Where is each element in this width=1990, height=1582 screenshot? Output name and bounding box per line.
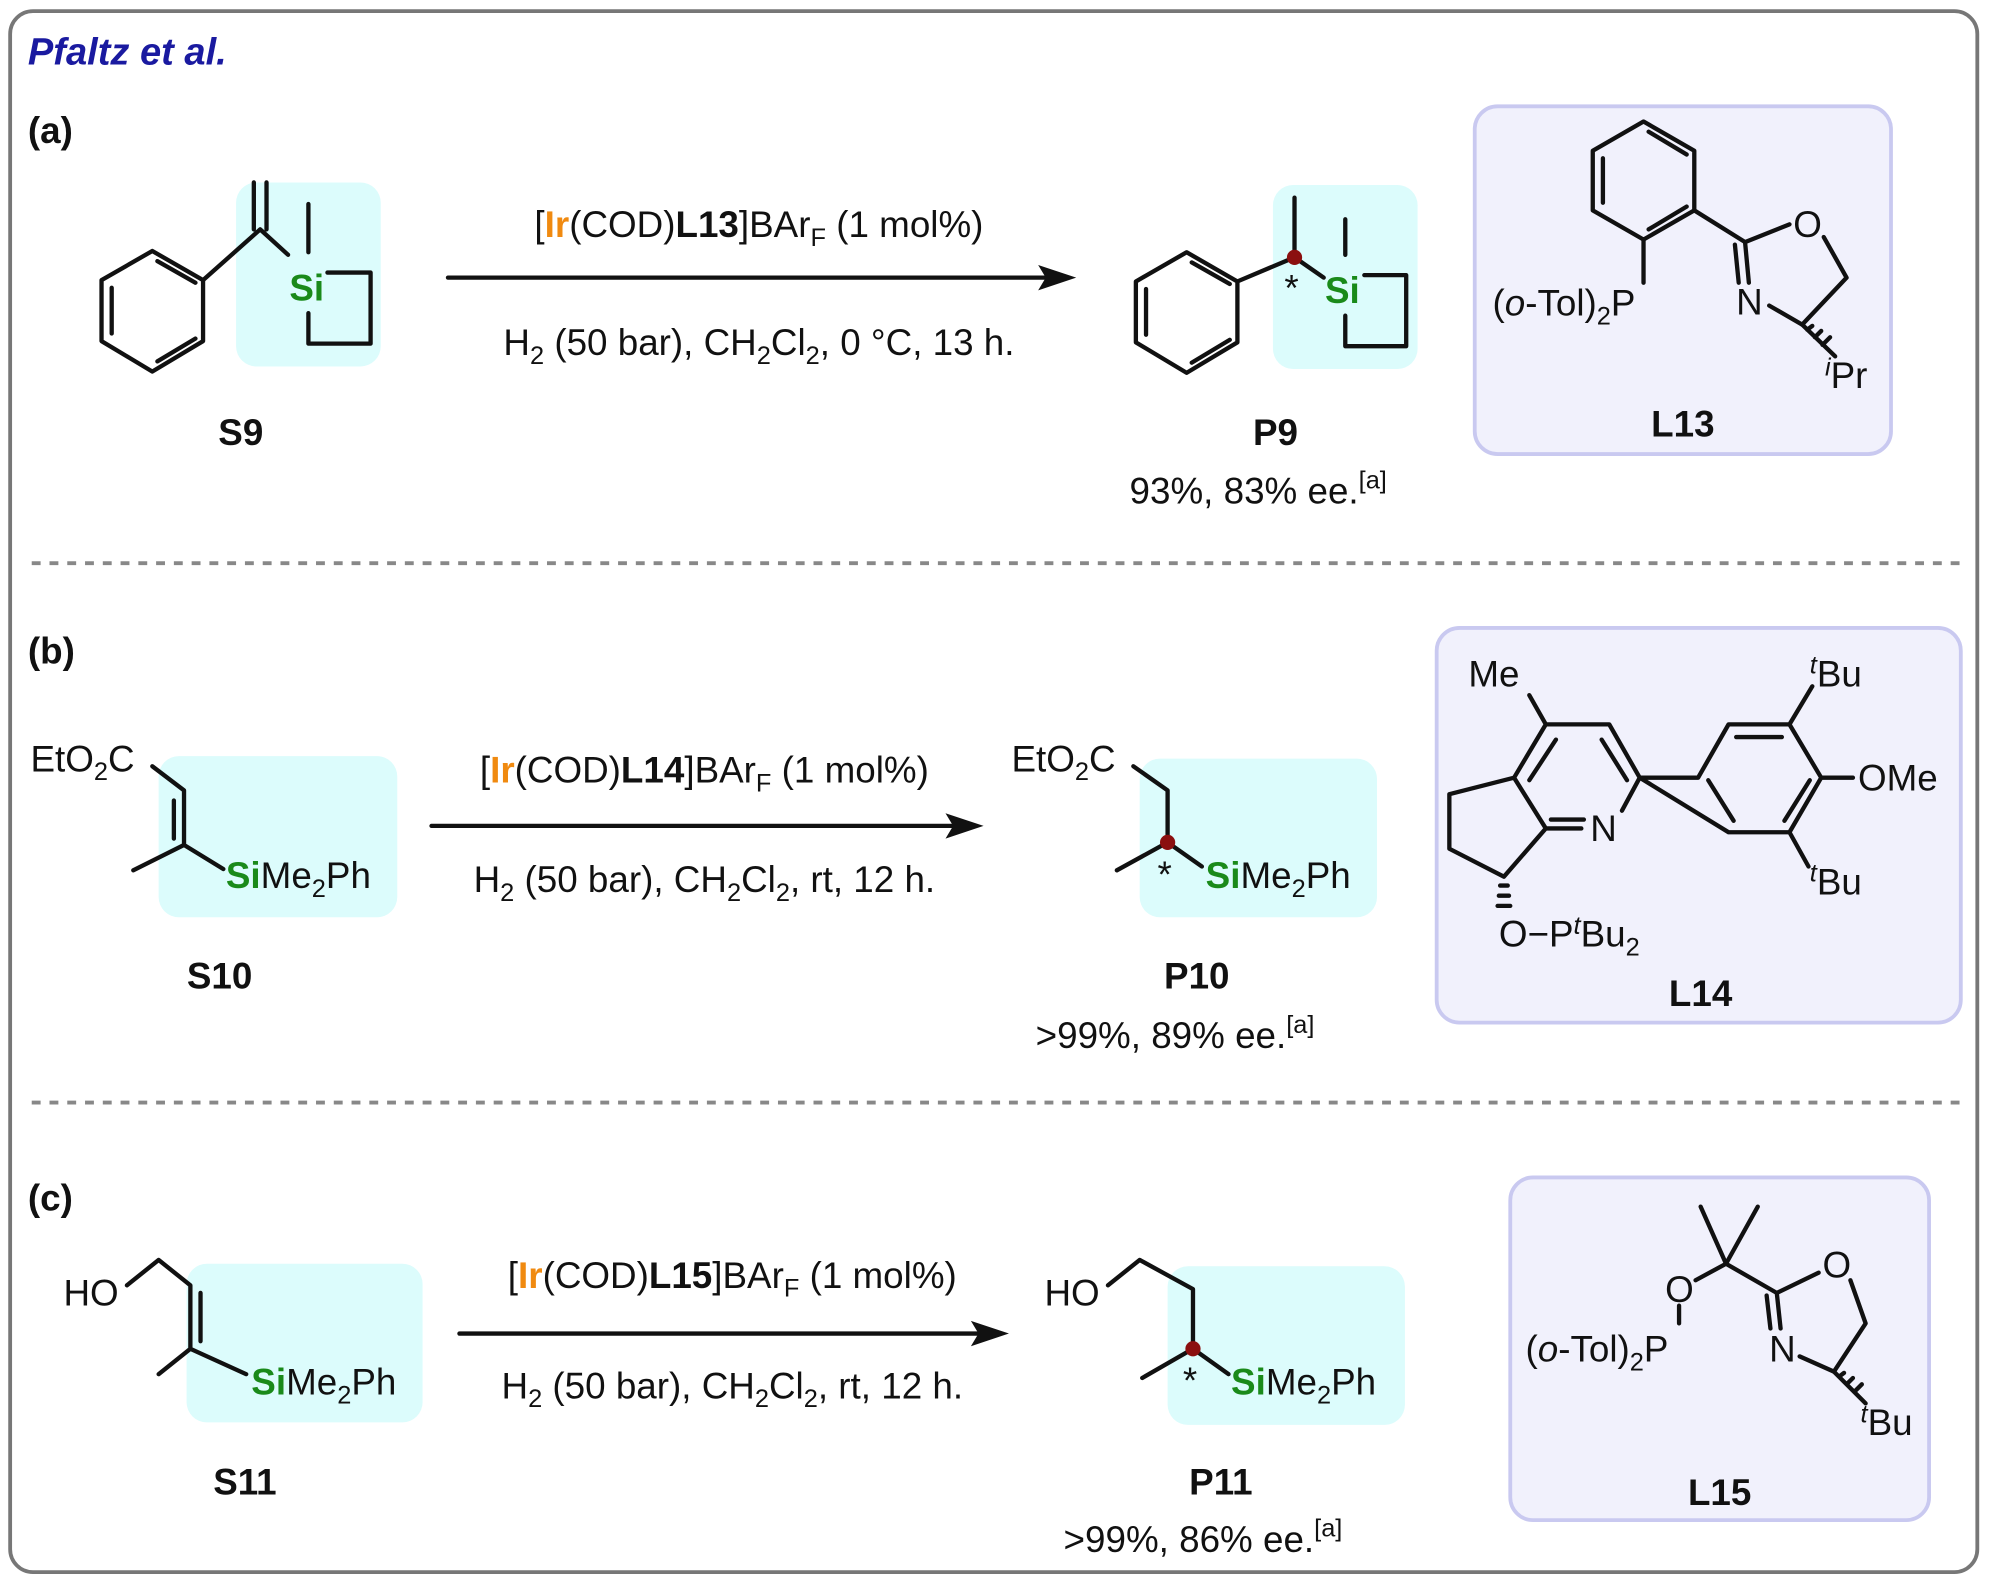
silyl-group: SiMe2Ph (251, 1361, 396, 1409)
stereo-star: * (1157, 854, 1171, 895)
ligand-l15: O O N (o-Tol)2P tBu L15 (1508, 1175, 1931, 1523)
stereo-star: * (1284, 267, 1298, 308)
ligand-l13: O N (o-Tol)2P iPr L13 (1472, 104, 1893, 456)
hashed-wedge (1831, 1369, 1868, 1406)
silyl-group: SiMe2Ph (226, 855, 371, 903)
compound-label: S10 (187, 955, 252, 996)
compound-label: P10 (1164, 955, 1229, 996)
nitrogen-atom: N (1590, 808, 1617, 849)
ligand-box (1472, 104, 1893, 456)
ligand-label: L14 (1669, 973, 1733, 1014)
panel-label: (c) (28, 1177, 73, 1218)
isopropyl-group: iPr (1825, 353, 1867, 396)
compound-label: P11 (1189, 1462, 1252, 1503)
substrate-s11: HO SiMe2Ph S11 (63, 1257, 423, 1503)
silicon-atom: Si (1325, 270, 1360, 311)
tert-butyl-group: tBu (1810, 652, 1862, 695)
silicon-atom: Si (289, 267, 324, 308)
compound-label: S11 (213, 1462, 276, 1503)
catalyst-conditions: [Ir(COD)L13]BArF (1 mol%) (534, 204, 983, 252)
product-p11: HO * SiMe2Ph P11 >99%, 86% ee.[a] (1044, 1257, 1405, 1560)
bonds (1676, 1204, 1868, 1374)
yield-ee: >99%, 86% ee.[a] (1064, 1515, 1343, 1560)
oxygen-atom: O (1793, 204, 1822, 245)
scheme-title: Pfaltz et al. (28, 31, 227, 73)
ligand-box (1508, 1175, 1931, 1523)
product-p9: * Si P9 93%, 83% ee.[a] (1130, 184, 1418, 512)
arrow-head (970, 1320, 1009, 1347)
panel-c: (c) HO SiMe2Ph S11 [Ir(COD)L15]BArF (1 m… (28, 1175, 1931, 1560)
tert-butyl-group: tBu (1810, 860, 1862, 903)
silyl-group: SiMe2Ph (1231, 1361, 1376, 1409)
tert-butyl-group: tBu (1861, 1400, 1913, 1443)
stereocenter-dot (1286, 249, 1303, 265)
ligand-label: L13 (1651, 403, 1714, 444)
hydroxyl-group: HO (1044, 1273, 1099, 1314)
hashed-wedge (1800, 322, 1838, 359)
stereocenter-dot (1185, 1341, 1201, 1357)
compound-label: S9 (218, 412, 263, 453)
yield-ee: 93%, 83% ee.[a] (1130, 466, 1387, 511)
compound-label: P9 (1253, 412, 1298, 453)
oxygen-atom: O (1822, 1245, 1851, 1286)
phosphine-group: (o-Tol)2P (1493, 283, 1636, 331)
stereocenter-dot (1159, 834, 1176, 851)
phosphine-group: (o-Tol)2P (1525, 1328, 1668, 1376)
bonds (1447, 684, 1856, 879)
yield-ee: >99%, 89% ee.[a] (1036, 1011, 1315, 1056)
benzene-ring (99, 248, 206, 374)
panel-b: (b) EtO2C SiMe2Ph S10 [Ir(COD)L14]BArF (… (28, 626, 1963, 1056)
bonds (131, 764, 226, 873)
silyl-group: SiMe2Ph (1206, 855, 1351, 903)
silicon-highlight (1167, 1266, 1405, 1425)
panel-a: (a) Si S9 [Ir(COD)L13]BArF (1 mol%) H2 (… (28, 104, 1893, 512)
nitrogen-atom: N (1769, 1328, 1796, 1369)
methoxy-group: OMe (1858, 757, 1938, 798)
silicon-highlight (158, 756, 398, 918)
substrate-s10: EtO2C SiMe2Ph S10 (30, 738, 398, 996)
ligand-box (1434, 626, 1963, 1025)
panel-label: (a) (28, 110, 73, 151)
catalyst-conditions: [Ir(COD)L14]BArF (1 mol%) (480, 750, 929, 798)
ligand-l14: Me N OMe tBu tBu O−PtBu2 L14 (1434, 626, 1963, 1025)
ester-group: EtO2C (30, 738, 134, 786)
benzene-ring (1133, 250, 1240, 375)
reaction-conditions: H2 (50 bar), CH2Cl2, 0 °C, 13 h. (503, 322, 1014, 370)
stereo-star: * (1183, 1360, 1197, 1401)
panel-label: (b) (28, 630, 75, 671)
bonds (200, 180, 373, 346)
methyl-group: Me (1468, 653, 1519, 694)
silicon-highlight (186, 1263, 423, 1423)
hydroxyl-group: HO (63, 1273, 118, 1314)
reaction-conditions: H2 (50 bar), CH2Cl2, rt, 12 h. (474, 859, 936, 907)
bonds (1641, 208, 1849, 327)
ligand-label: L15 (1688, 1472, 1751, 1513)
bonds (124, 1257, 249, 1377)
arrow-head (945, 813, 984, 839)
oxygen-atom: O (1665, 1269, 1694, 1310)
phosphinite-group: O−PtBu2 (1499, 912, 1640, 962)
silicon-highlight (1272, 184, 1418, 370)
hashed-wedge (1495, 883, 1513, 909)
arrow-head (1038, 264, 1077, 291)
reaction-conditions: H2 (50 bar), CH2Cl2, rt, 12 h. (501, 1365, 963, 1413)
silicon-highlight (236, 182, 381, 367)
product-p10: EtO2C * SiMe2Ph P10 >99%, 89% ee.[a] (1011, 738, 1378, 1056)
substrate-s9: Si S9 (99, 180, 381, 453)
ester-group: EtO2C (1011, 738, 1115, 786)
silicon-highlight (1139, 758, 1378, 918)
nitrogen-atom: N (1736, 281, 1763, 322)
catalyst-conditions: [Ir(COD)L15]BArF (1 mol%) (508, 1255, 957, 1303)
